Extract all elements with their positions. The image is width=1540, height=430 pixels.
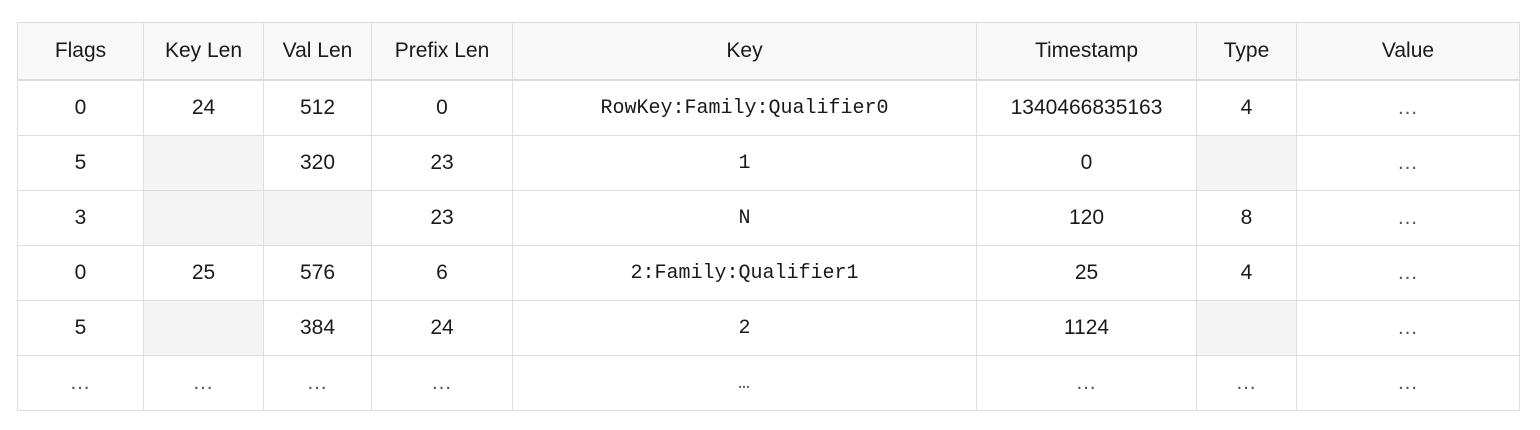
cell-flags: … bbox=[17, 355, 144, 411]
cell-key_len: 24 bbox=[143, 79, 264, 136]
cell-timestamp: 120 bbox=[976, 190, 1197, 246]
cell-value: … bbox=[1296, 190, 1520, 246]
cell-prefix_len: 23 bbox=[371, 135, 513, 191]
cell-type bbox=[1196, 300, 1297, 356]
cell-value: … bbox=[1296, 79, 1520, 136]
cell-timestamp: … bbox=[976, 355, 1197, 411]
column-header-type: Type bbox=[1196, 22, 1297, 81]
column-header-key-len: Key Len bbox=[143, 22, 264, 81]
cell-val_len: 576 bbox=[263, 245, 372, 301]
cell-key_len: … bbox=[143, 355, 264, 411]
cell-key: 2:Family:Qualifier1 bbox=[512, 245, 977, 301]
cell-type: 4 bbox=[1196, 79, 1297, 136]
cell-flags: 0 bbox=[17, 245, 144, 301]
cell-flags: 0 bbox=[17, 79, 144, 136]
cell-key_len bbox=[143, 135, 264, 191]
cell-prefix_len: … bbox=[371, 355, 513, 411]
cell-timestamp: 25 bbox=[976, 245, 1197, 301]
cell-prefix_len: 24 bbox=[371, 300, 513, 356]
cell-key: N bbox=[512, 190, 977, 246]
table-header-row: Flags Key Len Val Len Prefix Len Key Tim… bbox=[17, 22, 1520, 81]
cell-type: … bbox=[1196, 355, 1297, 411]
cell-val_len: 384 bbox=[263, 300, 372, 356]
cell-type: 8 bbox=[1196, 190, 1297, 246]
cell-key_len: 25 bbox=[143, 245, 264, 301]
column-header-flags: Flags bbox=[17, 22, 144, 81]
cell-val_len: 512 bbox=[263, 79, 372, 136]
column-header-value: Value bbox=[1296, 22, 1520, 81]
table-header: Flags Key Len Val Len Prefix Len Key Tim… bbox=[17, 22, 1520, 81]
column-header-timestamp: Timestamp bbox=[976, 22, 1197, 81]
cell-flags: 5 bbox=[17, 135, 144, 191]
cell-key: RowKey:Family:Qualifier0 bbox=[512, 79, 977, 136]
cell-val_len bbox=[263, 190, 372, 246]
cell-key_len bbox=[143, 190, 264, 246]
cell-key: 1 bbox=[512, 135, 977, 191]
column-header-val-len: Val Len bbox=[263, 22, 372, 81]
cell-type: 4 bbox=[1196, 245, 1297, 301]
cell-timestamp: 0 bbox=[976, 135, 1197, 191]
keyvalue-data-table: Flags Key Len Val Len Prefix Len Key Tim… bbox=[17, 22, 1520, 411]
cell-value: … bbox=[1296, 300, 1520, 356]
column-header-prefix-len: Prefix Len bbox=[371, 22, 513, 81]
cell-prefix_len: 6 bbox=[371, 245, 513, 301]
data-table-container: Flags Key Len Val Len Prefix Len Key Tim… bbox=[17, 22, 1520, 411]
table-row: …………………… bbox=[17, 355, 1520, 411]
cell-key: … bbox=[512, 355, 977, 411]
cell-flags: 5 bbox=[17, 300, 144, 356]
cell-type bbox=[1196, 135, 1297, 191]
cell-timestamp: 1340466835163 bbox=[976, 79, 1197, 136]
cell-value: … bbox=[1296, 355, 1520, 411]
cell-key_len bbox=[143, 300, 264, 356]
cell-val_len: … bbox=[263, 355, 372, 411]
cell-val_len: 320 bbox=[263, 135, 372, 191]
cell-timestamp: 1124 bbox=[976, 300, 1197, 356]
cell-key: 2 bbox=[512, 300, 977, 356]
cell-value: … bbox=[1296, 245, 1520, 301]
column-header-key: Key bbox=[512, 22, 977, 81]
cell-prefix_len: 23 bbox=[371, 190, 513, 246]
cell-flags: 3 bbox=[17, 190, 144, 246]
cell-value: … bbox=[1296, 135, 1520, 191]
cell-prefix_len: 0 bbox=[371, 79, 513, 136]
